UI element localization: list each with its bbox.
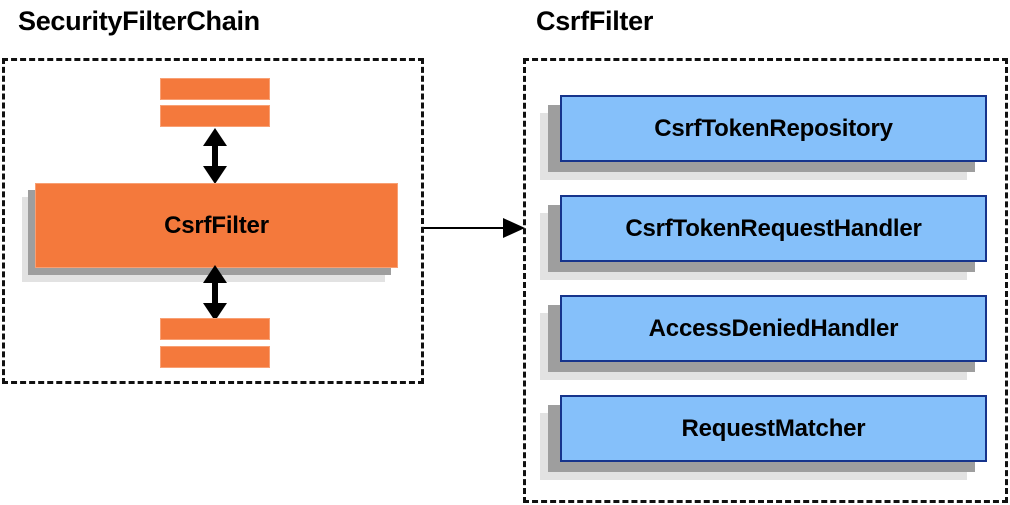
- box-label: AccessDeniedHandler: [648, 314, 899, 342]
- arrow-shaft: [212, 142, 218, 170]
- box-face: CsrfTokenRepository: [560, 95, 987, 162]
- box-label: CsrfFilter: [164, 211, 269, 239]
- box-request-matcher[interactable]: RequestMatcher: [540, 395, 987, 480]
- arrowhead-up: [203, 265, 227, 283]
- box-label: RequestMatcher: [681, 414, 866, 442]
- box-label: CsrfTokenRequestHandler: [625, 214, 922, 242]
- box-face: RequestMatcher: [560, 395, 987, 462]
- panel-title-security-filter-chain: SecurityFilterChain: [18, 6, 260, 36]
- box-access-denied-handler[interactable]: AccessDeniedHandler: [540, 295, 987, 380]
- arrowhead-down: [203, 303, 227, 321]
- filter-stripe-above-2: [160, 105, 270, 127]
- box-face: CsrfTokenRequestHandler: [560, 195, 987, 262]
- panel-security-filter-chain: [2, 58, 424, 384]
- arrow-up-icon: [203, 128, 227, 184]
- filter-stripe-below-1: [160, 318, 270, 340]
- arrow-shaft: [212, 279, 218, 307]
- filter-stripe-above-1: [160, 78, 270, 100]
- box-face: CsrfFilter: [35, 183, 398, 268]
- arrowhead-down: [203, 166, 227, 184]
- arrowhead-right: [503, 218, 525, 238]
- arrow-right-icon: [424, 218, 525, 238]
- panel-title-csrf-filter: CsrfFilter: [536, 6, 654, 36]
- arrow-shaft: [424, 227, 504, 229]
- box-csrf-token-request-handler[interactable]: CsrfTokenRequestHandler: [540, 195, 987, 280]
- filter-stripe-below-2: [160, 346, 270, 368]
- box-label: CsrfTokenRepository: [654, 114, 893, 142]
- box-csrf-token-repository[interactable]: CsrfTokenRepository: [540, 95, 987, 180]
- panel-csrf-filter: [523, 58, 1008, 503]
- arrowhead-up: [203, 128, 227, 146]
- box-face: AccessDeniedHandler: [560, 295, 987, 362]
- arrow-down-icon: [203, 265, 227, 321]
- box-csrf-filter[interactable]: CsrfFilter: [22, 183, 398, 282]
